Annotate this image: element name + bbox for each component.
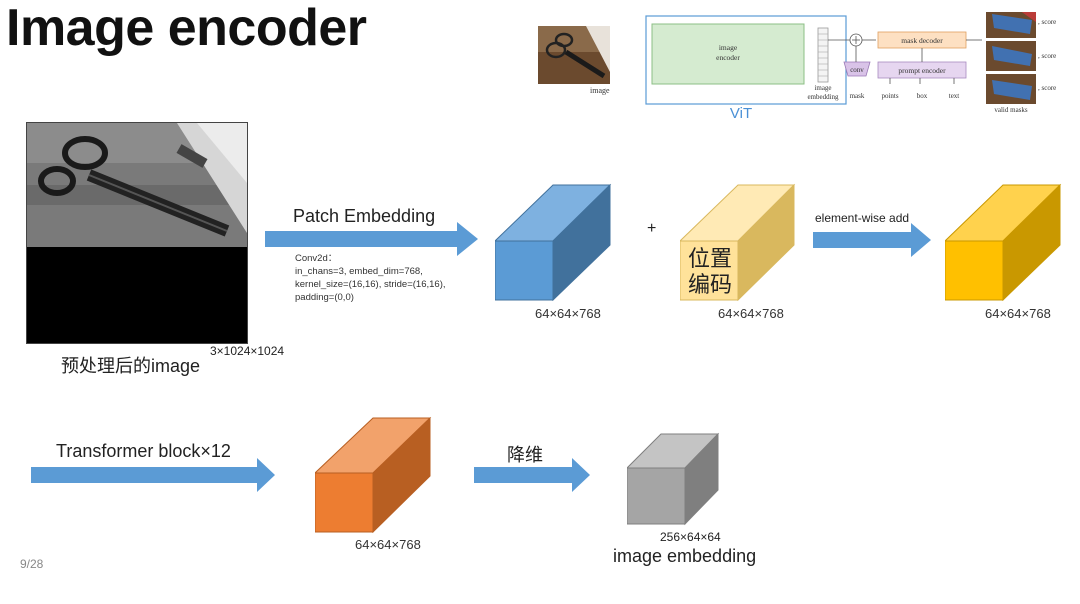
patch-embedding-arrow [265, 222, 478, 256]
sam-prompt-encoder-label: prompt encoder [898, 66, 946, 75]
plus-sign: + [647, 220, 657, 237]
pos-cube-front [680, 240, 739, 301]
sam-text-label: text [949, 92, 960, 100]
sam-valid-masks-label: valid masks [994, 106, 1028, 114]
position-encoding-label: 位置 编码 [688, 246, 733, 297]
gold-cube-front [945, 240, 1004, 301]
summed-tensor [945, 183, 1062, 301]
preprocessed-image [26, 122, 248, 344]
slide-title: Image encoder [6, 0, 367, 57]
sam-input-photo [538, 26, 610, 84]
position-encoding-tensor [680, 183, 796, 301]
sam-mask-label: mask [850, 92, 865, 100]
sam-conv-box [843, 61, 871, 77]
input-image-caption: 预处理后的image [61, 356, 201, 376]
image-embedding-label: image embedding [613, 546, 757, 566]
conv2d-params: Conv2d： in_chans=3, embed_dim=768, kerne… [295, 253, 446, 303]
sam-mask-decoder-label: mask decoder [901, 36, 943, 45]
sam-image-label: image [590, 86, 610, 95]
page-number: 9/28 [20, 557, 44, 571]
sam-embedding-stack [817, 27, 829, 83]
sum-tensor-shape: 64×64×768 [985, 306, 1051, 321]
patch-embedding-tensor [495, 183, 612, 301]
sam-image-encoder-box [651, 23, 805, 85]
blue-cube-front [495, 240, 554, 301]
reduce-dim-arrow [474, 458, 590, 492]
orange-cube-front [315, 472, 374, 533]
vit-box [645, 15, 847, 105]
patch-tensor-shape: 64×64×768 [535, 306, 601, 321]
sam-box-label: box [917, 92, 928, 100]
sam-architecture-diagram: image image encoder image embedding ViT … [538, 12, 1056, 122]
pos-tensor-shape: 64×64×768 [718, 306, 784, 321]
sam-score-label-2: , score [1038, 52, 1056, 60]
sam-points-label: points [881, 92, 898, 100]
sam-encoder-label-1: image [719, 43, 738, 52]
sam-score-label-1: , score [1038, 18, 1056, 26]
element-wise-add-arrow [813, 223, 931, 257]
input-image-shape: 3×1024×1024 [210, 344, 285, 358]
image-embedding-tensor [627, 432, 720, 526]
embedding-tensor-shape: 256×64×64 [660, 530, 721, 544]
element-wise-add-label: element-wise add [815, 211, 910, 225]
sam-embedding-label-2: embedding [807, 93, 839, 101]
vit-label: ViT [730, 105, 752, 122]
sam-encoder-label-2: encoder [716, 53, 740, 62]
scissors-photo [27, 123, 247, 343]
sam-conv-label: conv [850, 66, 864, 74]
reduce-dim-label: 降维 [507, 445, 543, 465]
transformer-output-tensor [315, 416, 432, 533]
gray-cube-front [627, 467, 686, 525]
sam-score-label-3: , score [1038, 84, 1056, 92]
transformer-block-label: Transformer block×12 [56, 441, 231, 461]
sam-output-masks [986, 12, 1036, 104]
patch-embedding-label: Patch Embedding [293, 206, 436, 226]
sam-embedding-label-1: image [814, 84, 831, 92]
transformer-arrow [31, 458, 275, 492]
transformer-tensor-shape: 64×64×768 [355, 537, 421, 552]
